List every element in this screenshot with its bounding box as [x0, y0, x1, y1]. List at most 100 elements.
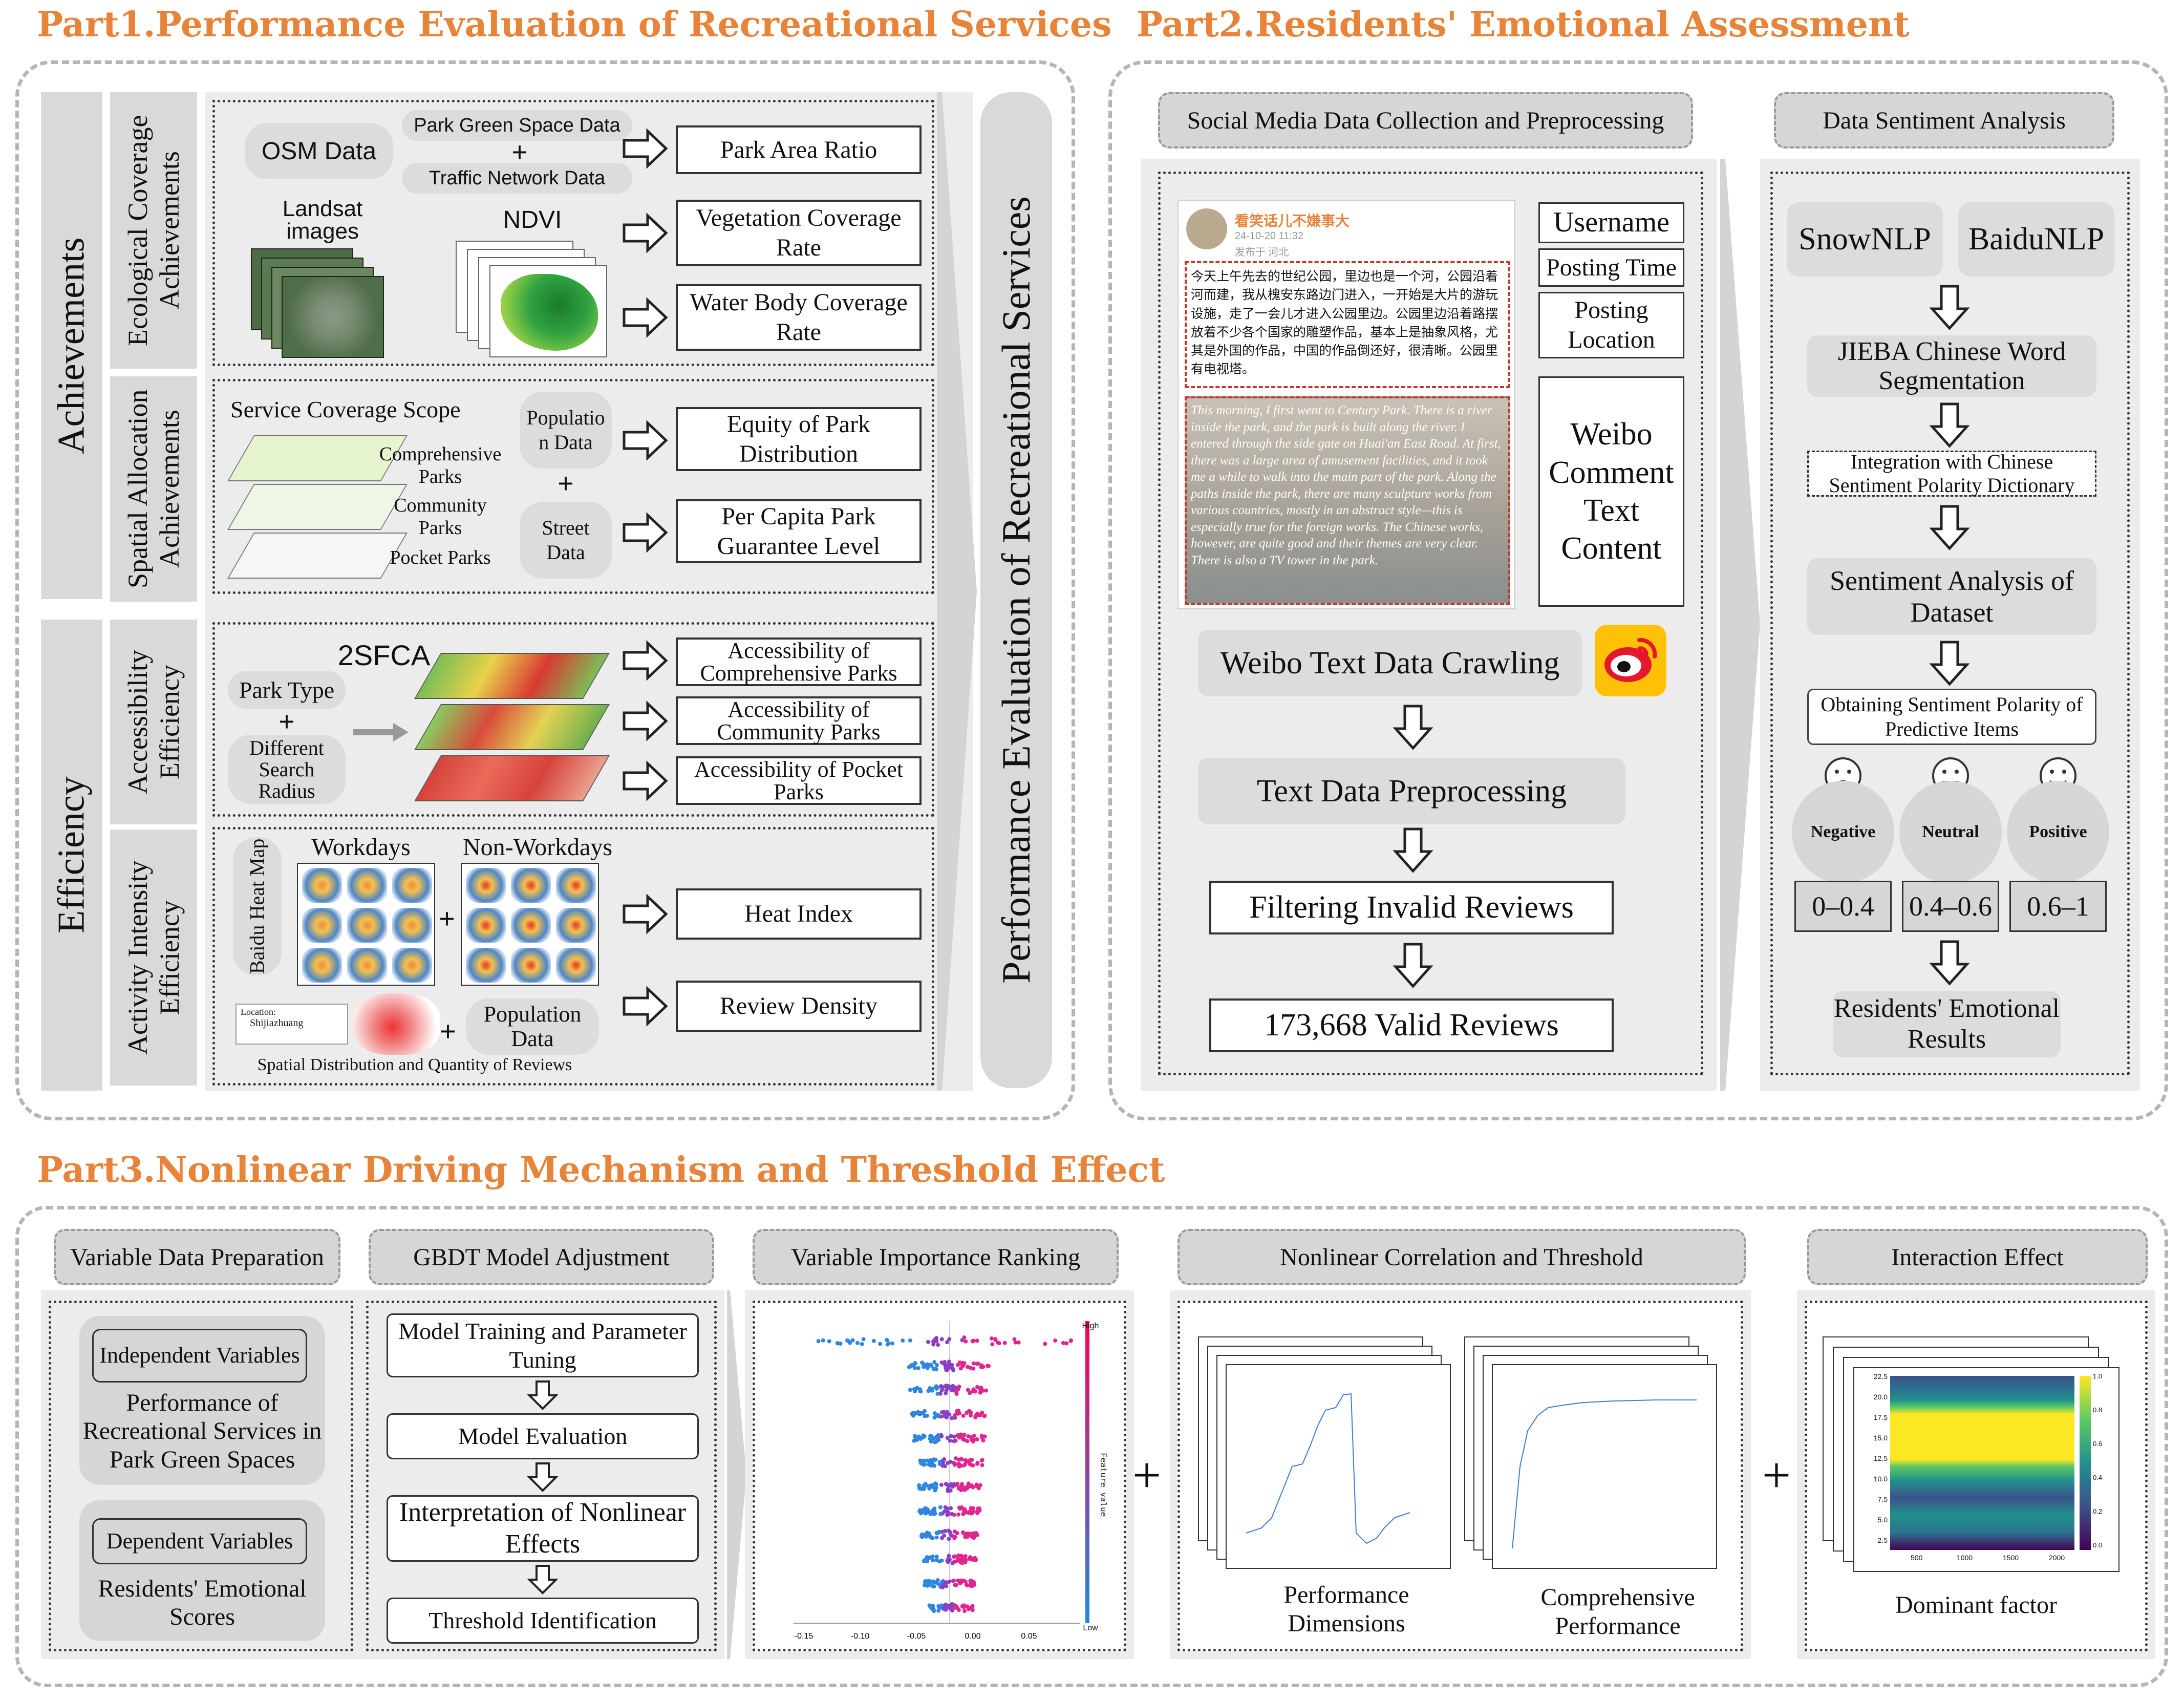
- shap-point: [952, 1529, 957, 1534]
- shap-point: [923, 1414, 927, 1418]
- shap-tick-label: 0.05: [1021, 1632, 1037, 1641]
- shap-point: [1043, 1342, 1047, 1346]
- landsat-label: Landsat images: [282, 196, 363, 244]
- shap-point: [967, 1532, 972, 1536]
- park-green-space-pill: Park Green Space Data: [402, 110, 632, 141]
- shap-point: [968, 1366, 973, 1370]
- shap-tick-label: -0.15: [795, 1632, 813, 1641]
- shap-point: [979, 1365, 983, 1369]
- location-city: Shijiazhuang: [250, 1017, 304, 1029]
- posting-time-box: Posting Time: [1538, 248, 1684, 287]
- nonworkdays-label: Non-Workdays: [462, 834, 613, 861]
- shap-point: [955, 1363, 960, 1367]
- down-arrow-p3-3: [527, 1564, 558, 1595]
- shap-point: [951, 1368, 956, 1372]
- shap-point: [962, 1335, 967, 1340]
- shap-point: [934, 1336, 939, 1341]
- interaction-colorbar-tick: 0.2: [2093, 1507, 2103, 1515]
- shap-point: [934, 1555, 939, 1559]
- shap-point: [984, 1388, 989, 1393]
- down-arrow-p3-1: [527, 1380, 558, 1411]
- shap-point: [922, 1365, 926, 1369]
- shap-point: [959, 1486, 963, 1491]
- heatmap-thumbnail: [302, 948, 342, 983]
- obtaining-box: Obtaining Sentiment Polarity of Predicti…: [1807, 689, 2096, 745]
- part1-title: Part1.Performance Evaluation of Recreati…: [37, 4, 1112, 45]
- baidunlp-pill: BaiduNLP: [1958, 202, 2114, 277]
- shap-point: [974, 1483, 979, 1488]
- shap-point: [949, 1533, 954, 1538]
- shap-point: [925, 1365, 930, 1370]
- achievements-label: Achievements: [41, 92, 102, 599]
- shap-point: [932, 1511, 936, 1515]
- shap-point: [945, 1513, 950, 1517]
- shap-point: [827, 1339, 831, 1344]
- comprehensive-performance-label: Comprehensive Performance: [1540, 1584, 1695, 1640]
- activity-panel: [212, 827, 934, 1086]
- neutral-circle: Neutral: [1899, 781, 2002, 883]
- shap-point: [912, 1387, 916, 1391]
- down-arrow-p3-2: [527, 1462, 558, 1493]
- shap-point: [916, 1366, 920, 1370]
- shap-point: [947, 1337, 952, 1342]
- shap-point: [951, 1578, 956, 1583]
- service-coverage-label: Service Coverage Scope: [230, 396, 461, 422]
- avatar: [1186, 208, 1227, 249]
- heatmap-thumbnail: [392, 948, 432, 983]
- shap-point: [944, 1584, 949, 1588]
- shap-point: [923, 1579, 928, 1584]
- shap-point: [968, 1557, 972, 1561]
- shap-point: [959, 1456, 963, 1461]
- shap-point: [949, 1482, 953, 1486]
- shap-point: [948, 1459, 953, 1464]
- shap-point: [885, 1342, 890, 1347]
- interaction-y-tick: 5.0: [1877, 1516, 1888, 1524]
- shap-point: [975, 1338, 979, 1343]
- heatmap-thumbnail: [392, 868, 432, 903]
- shap-point: [932, 1463, 937, 1468]
- shap-point: [978, 1483, 982, 1488]
- shap-point: [956, 1411, 960, 1416]
- post-username: 看笑话儿不嫌事大: [1235, 213, 1350, 229]
- down-arrow-6: [1929, 504, 1970, 550]
- shap-point: [961, 1437, 966, 1441]
- shap-point: [970, 1604, 975, 1608]
- shap-point: [943, 1360, 947, 1365]
- shap-point: [962, 1507, 967, 1512]
- shap-point: [966, 1583, 970, 1588]
- shap-point: [971, 1361, 976, 1366]
- shap-point: [936, 1343, 940, 1347]
- social-panel: [1158, 172, 1703, 1075]
- shap-point: [950, 1561, 955, 1565]
- pdp-stack-1: [1198, 1336, 1454, 1572]
- heatmap-thumbnail: [556, 868, 596, 903]
- sentiment-dataset-pill: Sentiment Analysis of Dataset: [1807, 558, 2096, 635]
- shap-point: [961, 1434, 966, 1438]
- performance-dimensions-label: Performance Dimensions: [1283, 1581, 1409, 1637]
- shap-point: [935, 1436, 939, 1441]
- shap-point: [939, 1360, 944, 1365]
- shap-point: [926, 1340, 931, 1344]
- dominant-factor-label: Dominant factor: [1895, 1591, 2057, 1619]
- heatmap-thumbnail: [347, 908, 387, 943]
- acc-comprehensive-box: Accessibility of Comprehensive Parks: [676, 638, 922, 686]
- shap-point: [1053, 1338, 1058, 1343]
- weibo-crawling-pill[interactable]: Weibo Text Data Crawling: [1198, 630, 1582, 696]
- interaction-header: Interaction Effect: [1807, 1229, 2148, 1285]
- shap-point: [975, 1362, 979, 1366]
- shap-point: [950, 1602, 954, 1606]
- down-arrow-7: [1929, 640, 1970, 686]
- shap-point: [919, 1511, 924, 1516]
- shap-point: [922, 1483, 926, 1488]
- shap-point: [972, 1434, 976, 1438]
- shap-point: [942, 1457, 947, 1461]
- feature-value-label: Feature value: [1099, 1453, 1109, 1517]
- ecological-coverage-label: Ecological Coverage Achievements: [110, 92, 197, 369]
- shap-point: [915, 1438, 919, 1442]
- down-arrow-8: [1929, 940, 1970, 986]
- vegetation-coverage-box: Vegetation Coverage Rate: [676, 200, 922, 266]
- population-data-pill: Population Data: [520, 392, 612, 469]
- interaction-contour: [1890, 1376, 2074, 1550]
- shap-point: [979, 1458, 984, 1463]
- shap-point: [930, 1536, 935, 1540]
